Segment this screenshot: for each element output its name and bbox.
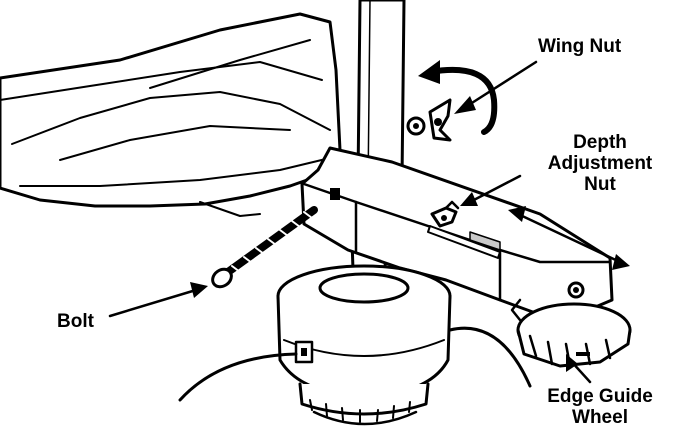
guard-shield [0, 12, 342, 217]
leader-depth-nut [460, 174, 522, 206]
depth-label-line-2: Adjustment [547, 153, 653, 174]
leader-bolt [108, 282, 208, 318]
edge-guide-wheel [510, 298, 632, 368]
edge-label-line-2: Wheel [572, 407, 628, 428]
depth-label-line-1: Depth [573, 132, 627, 153]
depth-adjustment-nut-label: Depth Adjustment Nut [520, 132, 677, 195]
leader-edge-guide-wheel [566, 354, 592, 384]
wing-nut-label: Wing Nut [538, 36, 622, 57]
leader-wing-nut [454, 60, 538, 114]
bolt-drawing [211, 206, 318, 289]
depth-label-line-3: Nut [584, 174, 616, 195]
edge-guide-wheel-label: Edge Guide Wheel [520, 386, 677, 428]
adjustment-slot [427, 225, 501, 259]
bolt-label: Bolt [57, 311, 94, 332]
wing-nut-drawing [406, 98, 452, 142]
edge-label-line-1: Edge Guide [547, 386, 653, 407]
rotation-arrowhead [418, 60, 440, 84]
trimmer-line-right [448, 326, 532, 388]
depth-direction-arrow [516, 212, 622, 264]
depth-adjustment-nut-drawing [430, 200, 460, 228]
rotation-arrow [427, 66, 498, 135]
trimmer-head [276, 264, 452, 426]
trimmer-line-left [178, 352, 298, 402]
